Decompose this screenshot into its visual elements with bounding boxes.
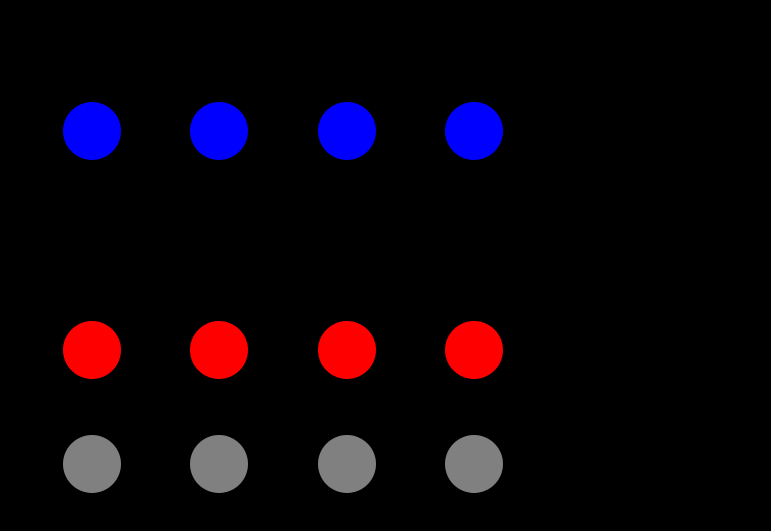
- scatter-point-blue-row-2: [190, 102, 248, 160]
- scatter-point-gray-row-4: [445, 435, 503, 493]
- scatter-point-red-row-3: [318, 321, 376, 379]
- scatter-point-blue-row-4: [445, 102, 503, 160]
- scatter-point-gray-row-3: [318, 435, 376, 493]
- scatter-point-red-row-1: [63, 321, 121, 379]
- scatter-point-gray-row-1: [63, 435, 121, 493]
- scatter-point-red-row-4: [445, 321, 503, 379]
- scatter-point-red-row-2: [190, 321, 248, 379]
- scatter-point-blue-row-1: [63, 102, 121, 160]
- scatter-point-blue-row-3: [318, 102, 376, 160]
- scatter-point-gray-row-2: [190, 435, 248, 493]
